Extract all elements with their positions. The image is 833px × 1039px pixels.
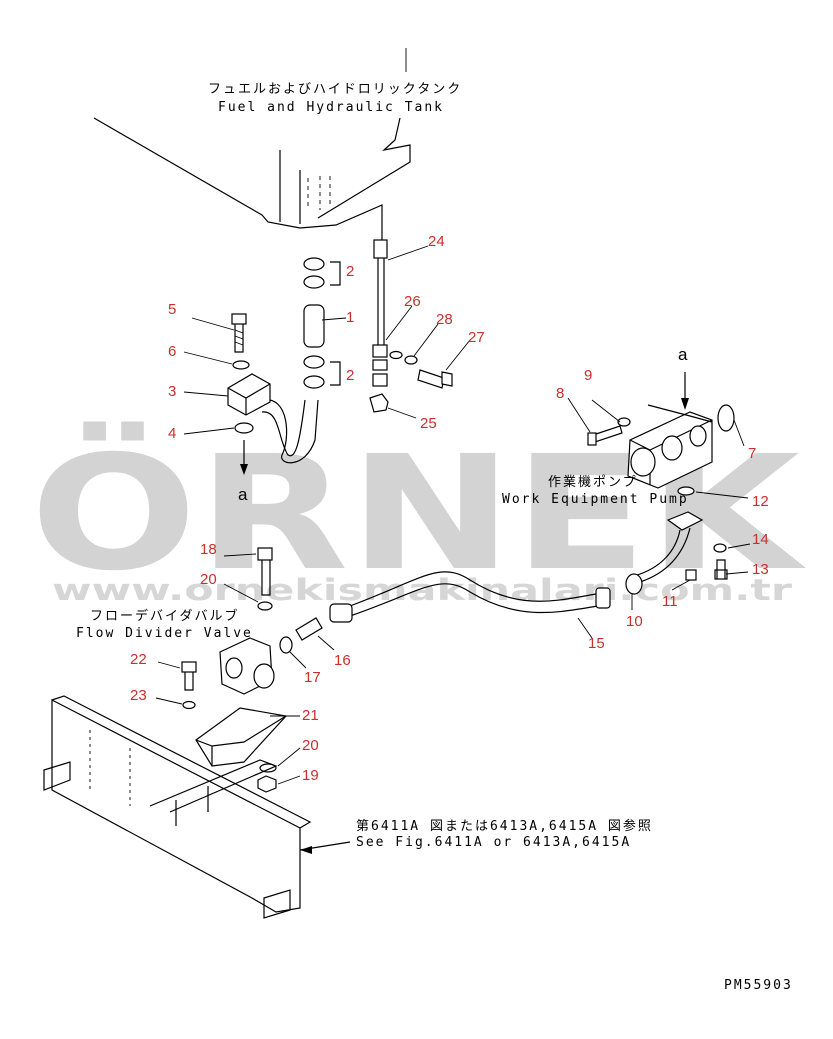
drawing-code: PM55903	[724, 978, 793, 993]
valve-label-jp: フローデバイダバルブ	[90, 608, 239, 624]
callout-6: 6	[168, 343, 176, 360]
callout-27: 27	[468, 329, 485, 346]
callout-15: 15	[588, 635, 605, 652]
callout-2b: 2	[346, 367, 354, 384]
reference-label-en: See Fig.6411A or 6413A,6415A	[356, 835, 631, 850]
callout-12: 12	[752, 493, 769, 510]
view-marker-left: a	[238, 485, 248, 504]
callout-19: 19	[302, 767, 319, 784]
tank-label-en: Fuel and Hydraulic Tank	[218, 100, 444, 115]
pump-label-jp: 作業機ポンプ	[548, 474, 638, 490]
callout-1: 1	[346, 309, 354, 326]
callout-9: 9	[584, 367, 592, 384]
callout-2a: 2	[346, 263, 354, 280]
callout-16: 16	[334, 652, 351, 669]
valve-label-en: Flow Divider Valve	[76, 626, 253, 641]
drain-hose	[369, 239, 453, 413]
callout-21: 21	[302, 707, 319, 724]
callout-20b: 20	[302, 737, 319, 754]
callout-numbers: 1 2 2 3 4 5 6 7 8 9 10 11 12 13 14 15 16…	[130, 233, 769, 784]
hose-assembly-left: a	[227, 257, 341, 504]
callout-20a: 20	[200, 571, 217, 588]
reference-label-jp: 第6411A 図または6413A,6415A 図参照	[356, 818, 653, 834]
callout-26: 26	[404, 293, 421, 310]
callout-5: 5	[168, 301, 176, 318]
callout-25: 25	[420, 415, 437, 432]
callout-4: 4	[168, 425, 176, 442]
leader-lines	[155, 245, 751, 785]
fuel-hydraulic-tank: フュエルおよびハイドロリックタンク Fuel and Hydraulic Tan…	[93, 48, 462, 240]
watermark-url: www.ornekismakinalari.com.tr	[52, 573, 793, 607]
tank-label-jp: フュエルおよびハイドロリックタンク	[208, 82, 462, 97]
callout-13: 13	[752, 561, 769, 578]
pump-label-en: Work Equipment Pump	[502, 492, 689, 507]
callout-10: 10	[626, 613, 643, 630]
flow-divider-assembly: フローデバイダバルブ Flow Divider Valve 第6411A 図また…	[43, 547, 653, 919]
callout-3: 3	[168, 383, 176, 400]
callout-17: 17	[304, 669, 321, 686]
callout-22: 22	[130, 651, 147, 668]
callout-14: 14	[752, 531, 769, 548]
callout-18: 18	[200, 541, 217, 558]
work-equipment-pump: a 作業機ポンプ Work Equipment Pump	[502, 345, 735, 507]
callout-28: 28	[436, 311, 453, 328]
callout-11: 11	[662, 593, 678, 610]
callout-24: 24	[428, 233, 445, 250]
callout-23: 23	[130, 687, 147, 704]
view-marker-pump: a	[678, 345, 688, 364]
callout-7: 7	[748, 445, 756, 462]
callout-8: 8	[556, 385, 564, 402]
pressure-lines	[279, 511, 728, 654]
